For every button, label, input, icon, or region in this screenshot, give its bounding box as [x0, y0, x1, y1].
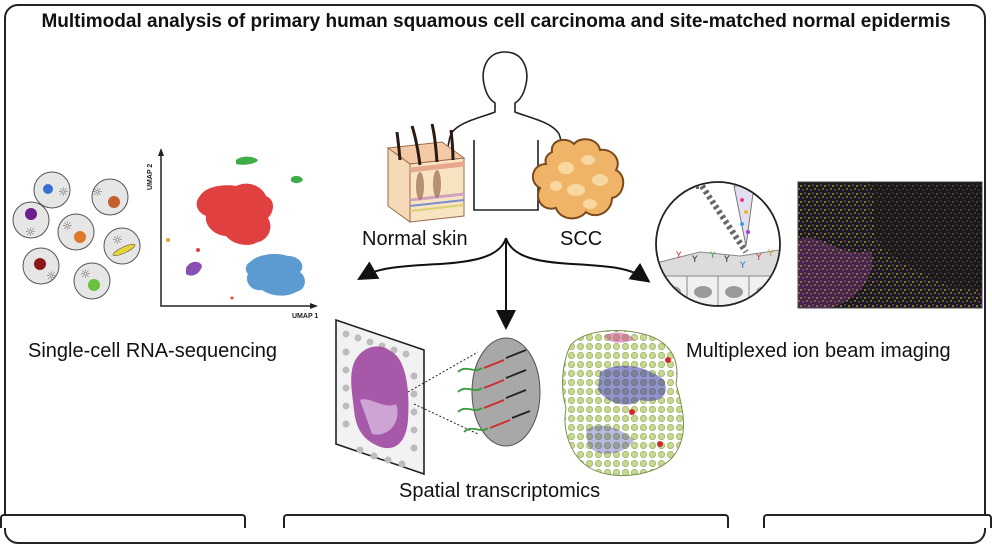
- umap-cluster-blue: [245, 254, 305, 296]
- svg-text:Y: Y: [709, 251, 716, 261]
- svg-text:Y: Y: [739, 261, 746, 271]
- svg-text:☼: ☼: [58, 185, 69, 199]
- normal-skin-block-icon: [386, 123, 466, 223]
- umap-x-axis-label: UMAP 1: [292, 313, 318, 320]
- spatial-tissue-map: [562, 330, 684, 477]
- mibi-image: [797, 181, 983, 309]
- scrnaseq-label: Single-cell RNA-sequencing: [28, 340, 278, 362]
- umap-plot: UMAP 2 UMAP 1: [147, 148, 318, 320]
- mibi-schematic-icon: Y Y Y Y Y Y Y: [655, 181, 781, 307]
- svg-text:☼: ☼: [25, 225, 36, 239]
- arrows: [357, 237, 651, 330]
- cell-purple: ☼: [12, 201, 50, 239]
- spatial-spot-zoom-icon: [457, 337, 541, 447]
- cell-brown: ☼: [91, 178, 129, 216]
- umap-cluster-green-top: [236, 156, 258, 165]
- cell-blue: ☼: [33, 171, 71, 209]
- scc-label: SCC: [560, 228, 603, 250]
- single-cells-icon: ☼ ☼ ☼ ☼ ☼ ☼: [12, 171, 141, 300]
- umap-y-axis-label: UMAP 2: [147, 164, 154, 190]
- svg-text:Y: Y: [767, 249, 774, 259]
- umap-cluster-red: [196, 183, 273, 245]
- cell-red: ☼: [22, 247, 60, 285]
- mibi-label: Multiplexed ion beam imaging: [686, 340, 951, 362]
- svg-text:☼: ☼: [80, 267, 91, 281]
- spatial-label: Spatial transcriptomics: [399, 480, 601, 502]
- normal-skin-label: Normal skin: [362, 228, 468, 250]
- umap-cluster-purple: [186, 261, 202, 276]
- diagram-graphics: ☼ ☼ ☼ ☼ ☼ ☼: [12, 51, 983, 477]
- svg-text:Y: Y: [691, 255, 698, 265]
- svg-text:Y: Y: [755, 253, 762, 263]
- umap-cluster-green-right: [291, 175, 303, 184]
- svg-text:Y: Y: [723, 255, 730, 265]
- svg-text:☼: ☼: [92, 185, 103, 199]
- svg-text:Y: Y: [675, 251, 682, 261]
- figure-canvas: Multimodal analysis of primary human squ…: [0, 4, 992, 544]
- svg-text:☼: ☼: [62, 219, 73, 233]
- cell-orange: ☼: [57, 213, 95, 251]
- cell-yellow: ☼: [103, 227, 141, 265]
- figure-title: Multimodal analysis of primary human squ…: [41, 11, 951, 32]
- svg-text:☼: ☼: [46, 269, 57, 283]
- spatial-slide-icon: [335, 318, 479, 476]
- cell-green: ☼: [73, 262, 111, 300]
- scc-tumor-icon: [531, 138, 625, 220]
- svg-text:☼: ☼: [112, 233, 123, 247]
